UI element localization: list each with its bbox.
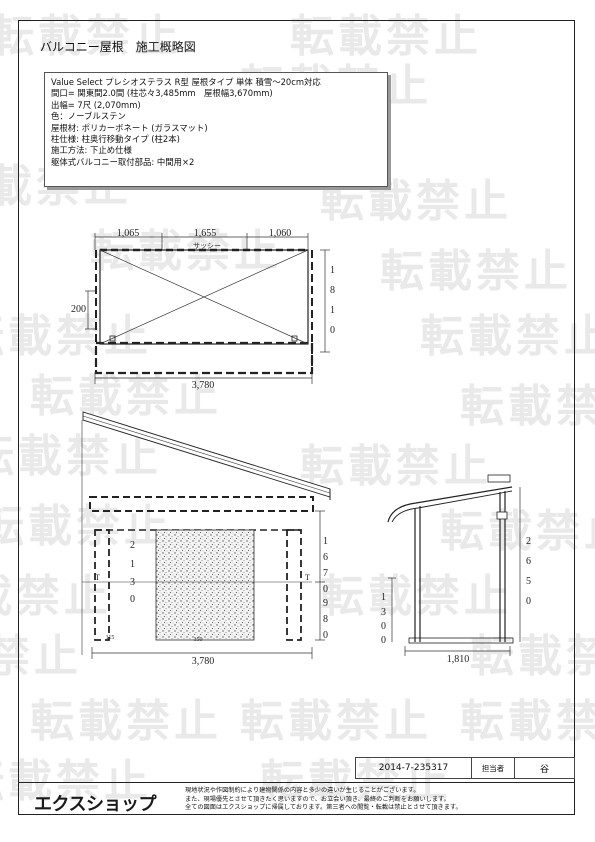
- front-dim-lower: 0: [323, 630, 328, 641]
- front-dim-height: 2: [130, 540, 135, 551]
- side-dim-left: 3: [381, 607, 386, 618]
- front-elevation: T T 2 1 3 0 1 6 7 0 9 8 0 115 150 3,780: [81, 411, 331, 667]
- front-dim-upper: 7: [323, 568, 328, 579]
- company-logo: エクスショップ: [34, 794, 156, 815]
- front-dim-height: 0: [130, 594, 135, 605]
- side-dim-height: 5: [526, 576, 531, 587]
- side-dim-left: 1: [381, 592, 386, 603]
- side-dim-bottom: 1,810: [447, 654, 470, 665]
- person-name: 谷: [539, 764, 549, 775]
- front-dim-height: 3: [130, 577, 135, 588]
- footer-note: また、現場優先とさせて頂きたく思いますので、お立会い頂き、最終のご判断をお願いし…: [185, 795, 450, 803]
- plan-dim-bottom: 3,780: [192, 380, 215, 391]
- front-dim-lower: 8: [323, 614, 328, 625]
- front-dim-small: 150: [194, 637, 203, 643]
- spec-line: 柱仕様: 柱奥行移動タイプ (柱2本): [51, 134, 180, 145]
- plan-dim-right: 1: [330, 265, 335, 276]
- spec-line: 間口= 関東間2.0間 (柱芯々3,485mm 屋根幅3,670mm): [51, 88, 273, 99]
- sash-label: サッシー: [193, 242, 221, 250]
- plan-dim-top: 1,060: [269, 228, 292, 239]
- side-dim-left: 0: [381, 621, 386, 632]
- footer-note: 現地状況や作図制約により建物関係の内容と多少の違いが生じることがございます。: [185, 787, 420, 794]
- person-label: 担当者: [472, 758, 515, 778]
- plan-view: 1,065 1,655 1,060 サッシー 200 1 8 1 0 3,780: [71, 228, 335, 391]
- side-dim-height: 0: [526, 596, 531, 607]
- plan-dim-top: 1,065: [117, 228, 140, 239]
- front-marker-left: T: [95, 573, 100, 582]
- plan-dim-right: 1: [330, 305, 335, 316]
- side-dim-left: 0: [381, 635, 386, 646]
- spec-box: Value Select プレシオステラス R型 屋根タイプ 単体 積雪～20c…: [44, 72, 388, 187]
- front-dim-upper: 0: [323, 584, 328, 595]
- footer-notes: 現地状況や作図制約により建物関係の内容と多少の違いが生じることがございます。 ま…: [185, 787, 565, 813]
- spec-line: 屋根材: ポリカーボネート (ガラスマット): [51, 122, 208, 133]
- footer-divider: [18, 782, 575, 783]
- plan-dim-left: 200: [71, 304, 86, 315]
- plan-dim-top: 1,655: [194, 228, 217, 239]
- front-marker-right: T: [305, 573, 310, 582]
- front-dim-bottom: 3,780: [192, 656, 215, 667]
- page-title: バルコニー屋根 施工概略図: [40, 40, 196, 54]
- spec-line: 躯体式バルコニー取付部品: 中間用×2: [51, 156, 195, 167]
- front-dim-small: 115: [106, 635, 115, 641]
- front-dim-lower: 9: [323, 598, 328, 609]
- side-dim-height: 2: [526, 536, 531, 547]
- title-block: 2014-7-235317 担当者 谷: [355, 757, 575, 779]
- plan-dim-right: 8: [330, 285, 335, 296]
- spec-line: 出幅= 7尺 (2,070mm): [51, 99, 141, 110]
- spec-line: 色：ノーブルステン: [51, 111, 126, 122]
- front-dim-upper: 6: [323, 552, 328, 563]
- side-dim-height: 6: [526, 556, 531, 567]
- spec-line: Value Select プレシオステラス R型 屋根タイプ 単体 積雪～20c…: [51, 77, 321, 87]
- footer-note: 全ての図面はエクスショップに帰属しております。第三者への閲覧・転載は禁止とさせて…: [185, 804, 462, 812]
- spec-line: 施工方法: 下止め仕様: [51, 145, 132, 156]
- side-elevation: 2 6 5 0 1 3 0 0 1,810: [381, 474, 531, 665]
- front-dim-height: 1: [130, 559, 135, 570]
- document-number: 2014-7-235317: [356, 758, 472, 778]
- page-border: [18, 20, 575, 815]
- plan-dim-right: 0: [330, 325, 335, 336]
- front-dim-upper: 1: [323, 536, 328, 547]
